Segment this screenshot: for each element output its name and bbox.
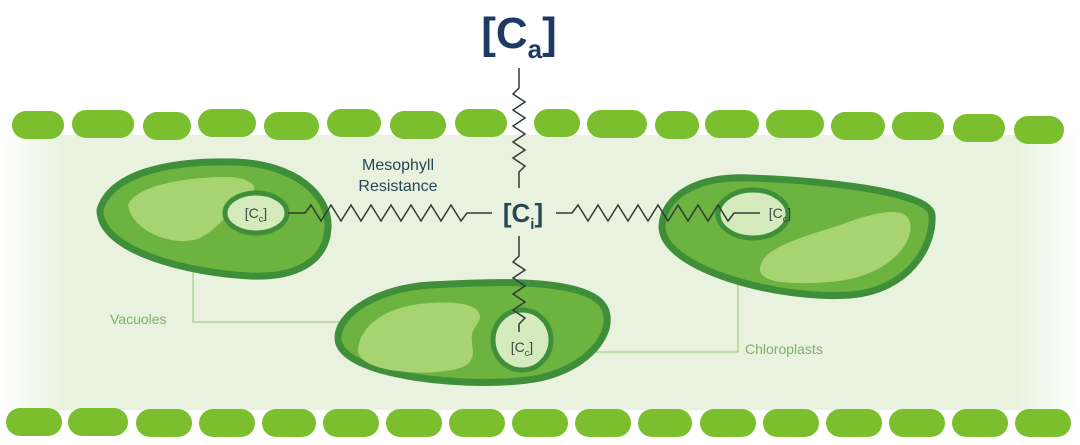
chloroplasts-label: Chloroplasts bbox=[745, 341, 823, 357]
resistors bbox=[288, 68, 760, 332]
cc-label-left: [Cc] bbox=[245, 205, 267, 224]
chloroplast bbox=[490, 307, 554, 373]
ca-label: [Ca] bbox=[481, 9, 557, 64]
vacuoles-label: Vacuoles bbox=[110, 311, 167, 327]
chloroplast bbox=[222, 190, 290, 236]
upper-epidermis bbox=[12, 109, 1064, 144]
lower-epidermis bbox=[6, 408, 1071, 437]
resistor-intercellular-to-left-chloroplast bbox=[288, 203, 492, 223]
chloroplast bbox=[715, 187, 791, 241]
mesophyll-cell-right bbox=[658, 174, 936, 300]
vacuole bbox=[358, 302, 480, 373]
resistor-atmosphere-to-intercellular bbox=[511, 68, 527, 188]
vacuole bbox=[759, 211, 911, 284]
vacuole bbox=[128, 176, 255, 242]
ci-label: [Ci] bbox=[503, 198, 543, 233]
mesophyll-resistance-label-line2: Resistance bbox=[358, 178, 437, 195]
cc-label-right: [Cc] bbox=[769, 205, 791, 224]
resistor-intercellular-to-right-chloroplast bbox=[556, 203, 760, 223]
resistor-intercellular-to-middle-chloroplast bbox=[511, 236, 527, 332]
cc-label-middle: [Cc] bbox=[511, 339, 533, 358]
mesophyll-cell-left bbox=[96, 158, 332, 280]
mesophyll-resistance-label-line1: Mesophyll bbox=[362, 157, 434, 174]
mesophyll-cell-middle bbox=[334, 279, 611, 386]
